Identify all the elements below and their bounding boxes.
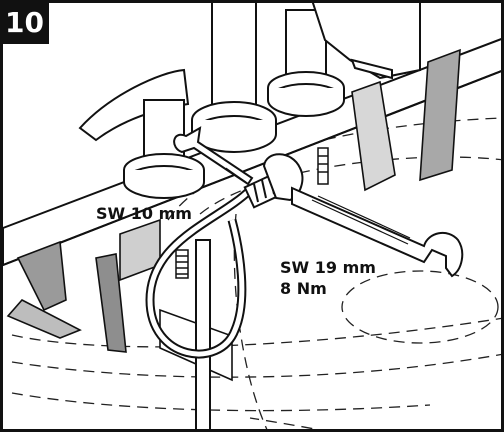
small-wrench	[173, 126, 254, 186]
threaded-connector	[175, 147, 329, 279]
label-torque: 8 Nm	[280, 279, 327, 298]
drain-pipe	[195, 239, 211, 432]
flexible-hose	[145, 186, 254, 359]
step-number-badge: 10	[0, 0, 49, 44]
cabinet-panels	[6, 48, 461, 382]
spout	[191, 0, 277, 153]
label-sw-19: SW 19 mm	[280, 258, 376, 277]
left-handle	[78, 68, 205, 199]
label-sw-10: SW 10 mm	[96, 204, 192, 223]
large-wrench	[262, 153, 464, 278]
right-valve	[267, 0, 421, 117]
